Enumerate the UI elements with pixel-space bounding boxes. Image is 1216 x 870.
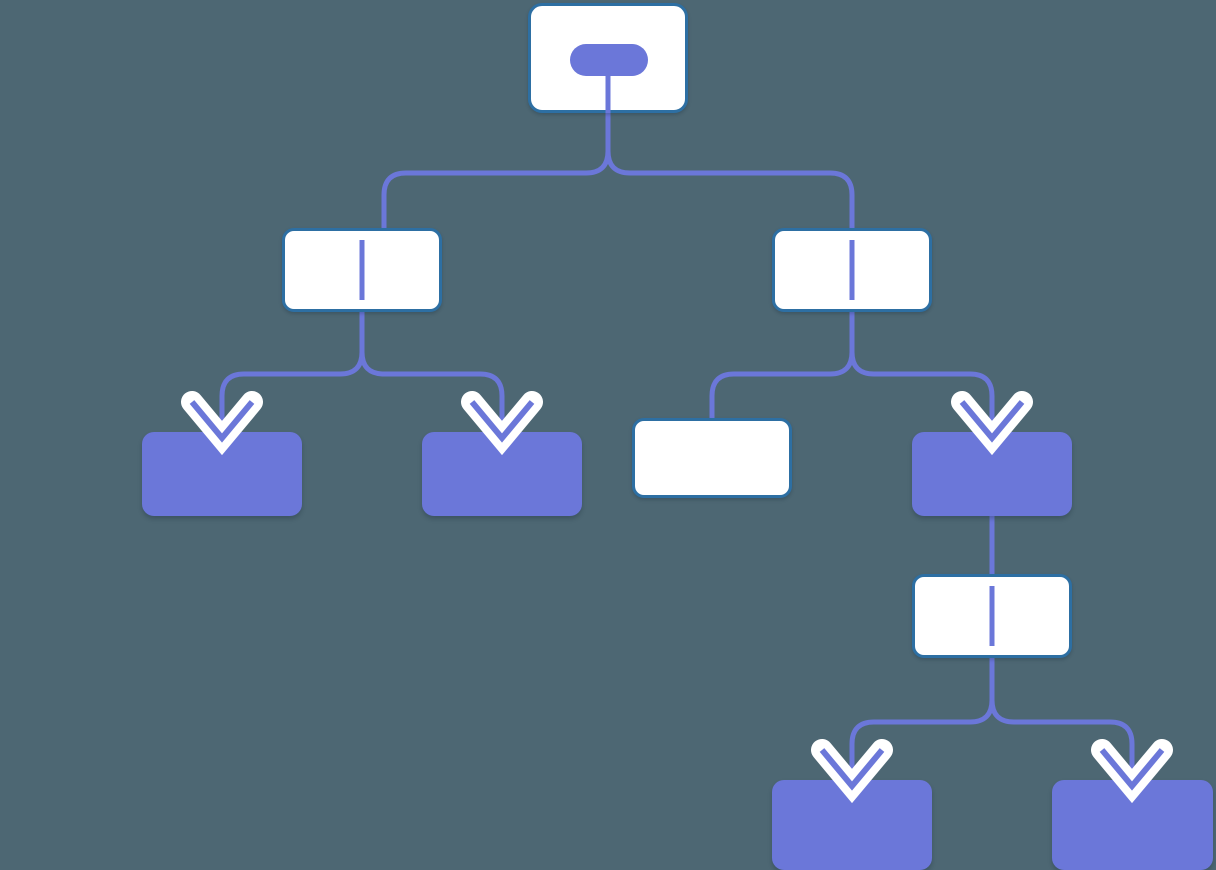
connector-e-root-l2a: [381, 113, 611, 228]
node-l3c[interactable]: [632, 418, 792, 498]
node-root[interactable]: [528, 3, 688, 113]
connector-e-l4a-l5b: [989, 658, 1135, 780]
node-l4a[interactable]: [912, 574, 1072, 658]
node-l3b[interactable]: [422, 432, 582, 516]
node-l5a[interactable]: [772, 780, 932, 870]
root-pill-shape: [570, 44, 648, 76]
node-l3d[interactable]: [912, 432, 1072, 516]
node-l2b[interactable]: [772, 228, 932, 312]
node-l2a[interactable]: [282, 228, 442, 312]
connector-e-l4a-l5a: [849, 658, 995, 780]
connector-e-root-l2b: [605, 113, 855, 228]
node-l5b[interactable]: [1052, 780, 1213, 870]
node-l3a[interactable]: [142, 432, 302, 516]
